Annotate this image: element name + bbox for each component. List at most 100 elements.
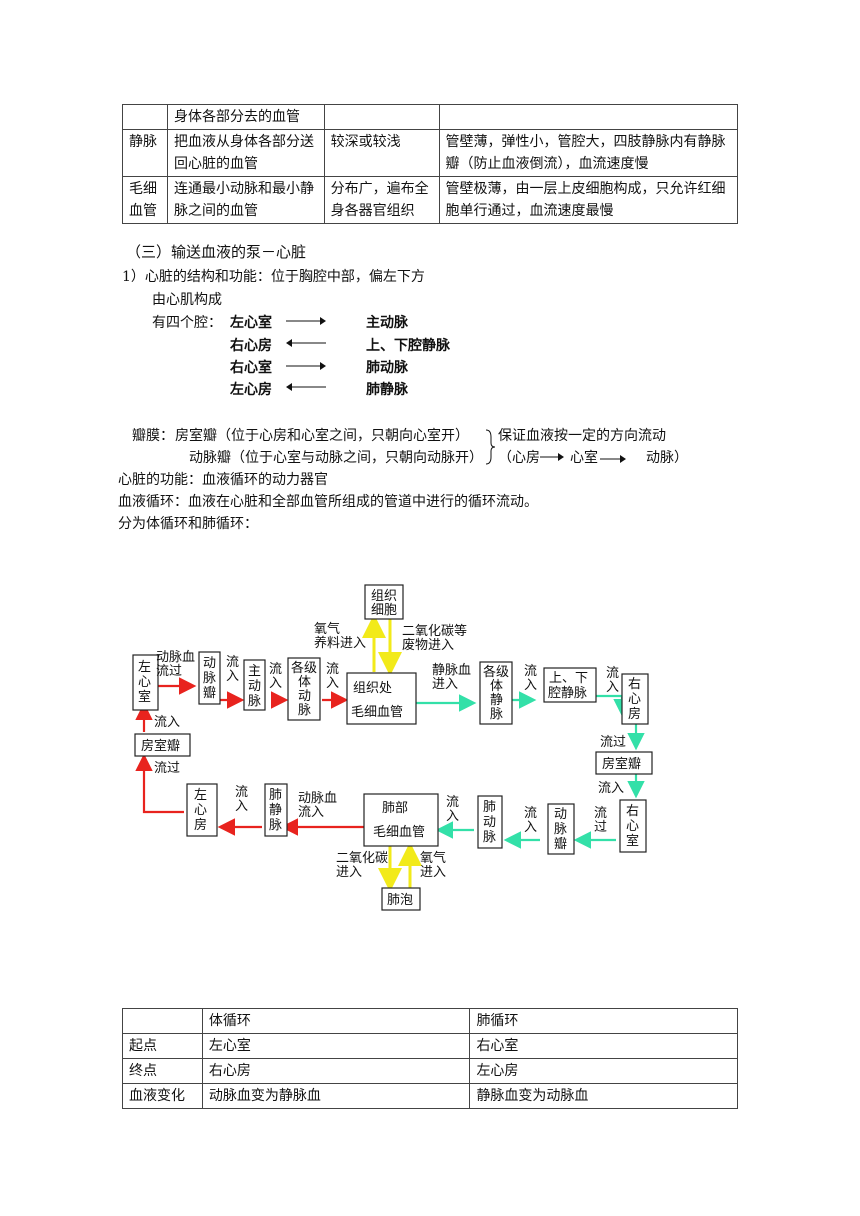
valve-arterial: 动脉瓣（位于心室与动脉之间，只朝向动脉开） bbox=[189, 450, 483, 466]
label-flow-in: 流入 bbox=[524, 664, 537, 693]
valve-purpose: 保证血液按一定的方向流动 bbox=[498, 428, 666, 444]
table-row: 起点 左心室 右心室 bbox=[122, 1033, 738, 1059]
label-flow-past: 流过 bbox=[154, 761, 180, 776]
chambers-prefix: 有四个腔： bbox=[152, 315, 222, 331]
vessel-location bbox=[323, 104, 440, 130]
table-cell: 右心室 bbox=[469, 1033, 738, 1059]
label-venous-blood-in: 静脉血进入 bbox=[432, 663, 471, 692]
arrow-left-icon bbox=[286, 383, 326, 391]
label-co2-lung: 二氧化碳进入 bbox=[336, 851, 388, 880]
arterial-flow-arrows bbox=[135, 677, 364, 836]
label-flow-in: 流入 bbox=[446, 795, 459, 824]
table-row: 终点 右心房 左心房 bbox=[122, 1058, 738, 1084]
chamber-left-ventricle: 左心室 bbox=[230, 315, 272, 331]
box-body-arteries bbox=[287, 657, 321, 721]
table-cell: 终点 bbox=[122, 1058, 203, 1084]
gas-exchange-arrows bbox=[362, 614, 422, 892]
label-co2-waste: 二氧化碳等废物进入 bbox=[402, 623, 467, 653]
box-av-valve-right bbox=[595, 751, 653, 775]
arrow-left-icon bbox=[286, 339, 326, 347]
box-pulmonary-artery bbox=[477, 795, 503, 849]
label-flow-in: 流入 bbox=[326, 662, 339, 691]
arrow-down-icon bbox=[596, 694, 631, 717]
box-av-valve-right-label: 房室瓣 bbox=[602, 756, 641, 772]
arrow-down-icon bbox=[624, 770, 645, 799]
box-aortic-valve bbox=[198, 651, 221, 705]
vessel-feature: 管壁极薄，由一层上皮细胞构成，只允许红细胞单行通过，血流速度最慢 bbox=[438, 176, 738, 224]
vessel-definition: 把血液从身体各部分送回心脏的血管 bbox=[166, 129, 325, 177]
box-pulmonary-vein-label: 肺静脉 bbox=[269, 788, 282, 833]
box-left-ventricle-label: 左心室 bbox=[138, 660, 151, 705]
label-flow-in: 流入 bbox=[154, 715, 180, 730]
table-cell: 静脉血变为动脉血 bbox=[469, 1083, 738, 1109]
box-right-ventricle-label: 右心室 bbox=[626, 804, 639, 849]
heart-muscle-line: 由心肌构成 bbox=[152, 292, 222, 308]
label-flow-in: 流入 bbox=[524, 806, 537, 835]
vessel-definition: 连通最小动脉和最小静脉之间的血管 bbox=[166, 176, 325, 224]
vessel-vena-cava: 上、下腔静脉 bbox=[366, 338, 450, 354]
vessel-name: 毛细血管 bbox=[122, 176, 168, 224]
box-left-ventricle bbox=[132, 654, 159, 711]
heart-structure-line: 1）心脏的结构和功能：位于胸腔中部，偏左下方 bbox=[122, 269, 425, 285]
table-cell: 右心房 bbox=[201, 1058, 471, 1084]
arrow-right-icon bbox=[600, 455, 626, 463]
box-pulmonary-valve-label: 动脉瓣 bbox=[554, 807, 567, 852]
box-body-veins bbox=[479, 661, 513, 725]
label-arterial-blood-out: 动脉血流过 bbox=[156, 650, 195, 679]
table-row: 毛细血管 连通最小动脉和最小静脉之间的血管 分布广，遍布全身各器官组织 管壁极薄… bbox=[122, 176, 738, 224]
label-flow-past: 流过 bbox=[600, 735, 626, 750]
box-lung-capillaries bbox=[363, 793, 439, 847]
table-cell: 左心室 bbox=[201, 1033, 471, 1059]
chamber-left-atrium: 左心房 bbox=[230, 382, 272, 398]
table-cell: 左心房 bbox=[469, 1058, 738, 1084]
circulation-table: 体循环 肺循环 起点 左心室 右心室 终点 右心房 左心房 血液变化 动脉血变为… bbox=[122, 1008, 738, 1109]
vessel-aorta: 主动脉 bbox=[366, 315, 408, 331]
box-tissue-capillaries-label: 组织处毛细血管 bbox=[351, 681, 403, 720]
box-aortic-valve-label: 动脉瓣 bbox=[203, 656, 216, 701]
box-alveoli-label: 肺泡 bbox=[387, 893, 413, 908]
vessel-location: 分布广，遍布全身各器官组织 bbox=[323, 176, 440, 224]
table-header-cell: 肺循环 bbox=[469, 1008, 738, 1034]
label-flow-in: 流入 bbox=[235, 785, 248, 814]
flow-artery: 动脉） bbox=[646, 450, 688, 466]
table-row: 静脉 把血液从身体各部分送回心脏的血管 较深或较浅 管壁薄，弹性小，管腔大，四肢… bbox=[122, 129, 738, 177]
valve-atrioventricular: 房室瓣（位于心房和心室之间，只朝向心室开） bbox=[175, 428, 469, 444]
valve-label: 瓣膜： bbox=[132, 428, 174, 444]
box-vena-cava bbox=[543, 667, 597, 703]
label-oxygen-nutrients: 氧气养料进入 bbox=[314, 621, 366, 651]
chamber-right-ventricle: 右心室 bbox=[230, 360, 272, 376]
table-row: 体循环 肺循环 bbox=[122, 1008, 738, 1034]
heart-function-line: 心脏的功能：血液循环的动力器官 bbox=[118, 472, 328, 488]
circulation-types-line: 分为体循环和肺循环： bbox=[118, 516, 258, 532]
vessel-pulmonary-vein: 肺静脉 bbox=[366, 382, 408, 398]
box-av-valve-left bbox=[134, 733, 191, 757]
arrow-right-icon bbox=[286, 362, 326, 370]
box-left-atrium-label: 左心房 bbox=[194, 788, 207, 833]
label-flow-past: 流过 bbox=[594, 806, 607, 835]
label-flow-in: 流入 bbox=[598, 781, 624, 796]
box-tissue-cells-label: 组织细胞 bbox=[371, 589, 397, 618]
box-tissue-capillaries bbox=[346, 672, 417, 725]
circulation-definition: 血液循环：血液在心脏和全部血管所组成的管道中进行的循环流动。 bbox=[118, 494, 538, 510]
table-row: 身体各部分去的血管 bbox=[122, 104, 738, 130]
box-body-arteries-label: 各级体动脉 bbox=[291, 660, 317, 718]
label-flow-in: 流入 bbox=[606, 666, 619, 695]
box-right-atrium-label: 右心房 bbox=[628, 677, 641, 722]
table-header-cell bbox=[122, 1008, 203, 1034]
chamber-right-atrium: 右心房 bbox=[230, 338, 272, 354]
box-vena-cava-label: 上、下腔静脉 bbox=[548, 671, 588, 701]
box-body-veins-label: 各级体静脉 bbox=[483, 664, 509, 722]
flow-atrium: （心房 bbox=[498, 450, 540, 466]
table-header-cell: 体循环 bbox=[201, 1008, 471, 1034]
box-aorta-label: 主动脉 bbox=[248, 664, 261, 709]
table-cell: 血液变化 bbox=[122, 1083, 203, 1109]
vessel-feature bbox=[438, 104, 738, 130]
brace-icon bbox=[485, 429, 496, 465]
table-cell: 起点 bbox=[122, 1033, 203, 1059]
box-left-atrium bbox=[186, 783, 218, 837]
vessel-name: 静脉 bbox=[122, 129, 168, 177]
table-cell: 动脉血变为静脉血 bbox=[201, 1083, 471, 1109]
box-pulmonary-vein bbox=[264, 783, 288, 837]
table-row: 血液变化 动脉血变为静脉血 静脉血变为动脉血 bbox=[122, 1083, 738, 1109]
arrow-right-icon bbox=[540, 453, 564, 461]
